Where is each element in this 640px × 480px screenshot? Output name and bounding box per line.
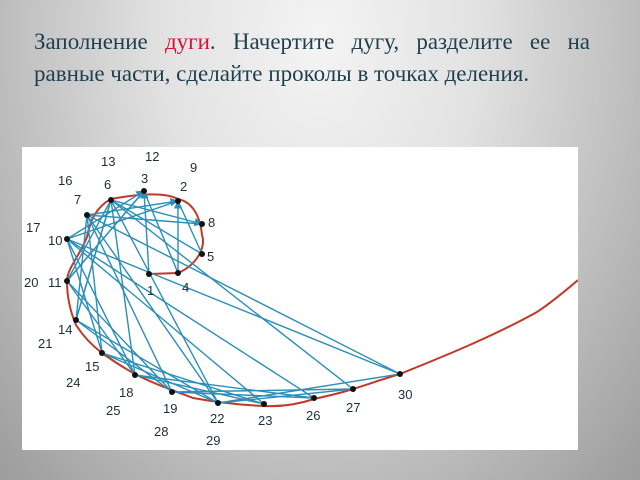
thread-segment-10-23 xyxy=(66,238,265,405)
division-point-6-13 xyxy=(108,197,114,203)
thread-lines xyxy=(66,190,401,405)
thread-segment-15-17 xyxy=(66,238,103,354)
thread-segment-16-30 xyxy=(86,214,401,375)
point-label-20: 20 xyxy=(24,275,38,290)
point-label-13: 13 xyxy=(101,154,115,169)
instruction-body: . Начертите дугу, разделите ее на равные… xyxy=(34,29,590,86)
point-label-6: 6 xyxy=(104,177,111,192)
instruction-highlight: дуги xyxy=(164,29,210,54)
division-point-7-16 xyxy=(84,212,90,218)
point-label-27: 27 xyxy=(346,400,360,415)
division-point-22-29 xyxy=(215,400,221,406)
division-point-15-24 xyxy=(99,350,105,356)
thread-segment-28-27 xyxy=(171,388,354,393)
point-label-11: 11 xyxy=(48,275,62,290)
thread-segment-3-11 xyxy=(66,190,145,282)
point-label-9: 9 xyxy=(190,160,197,175)
thread-segment-20-19 xyxy=(66,280,173,393)
division-point-30 xyxy=(397,371,403,377)
thread-segment-13-27 xyxy=(110,199,354,390)
point-label-15: 15 xyxy=(85,359,99,374)
point-label-19: 19 xyxy=(163,401,177,416)
point-label-4: 4 xyxy=(182,280,189,295)
thread-segment-16-15 xyxy=(86,214,103,354)
thread-segment-2-5 xyxy=(177,200,203,255)
thread-segment-7-9 xyxy=(86,197,179,216)
point-label-30: 30 xyxy=(398,387,412,402)
point-label-24: 24 xyxy=(66,375,80,390)
division-point-19-28 xyxy=(169,389,175,395)
thread-segment-17-18 xyxy=(66,238,136,376)
point-label-28: 28 xyxy=(154,424,168,439)
point-label-25: 25 xyxy=(106,403,120,418)
thread-segment-17-30 xyxy=(66,238,401,375)
thread-segment-25-26 xyxy=(134,374,315,399)
point-label-22: 22 xyxy=(210,411,224,426)
point-label-14: 14 xyxy=(58,322,72,337)
instruction-lead: Заполнение xyxy=(34,29,165,54)
thread-segment-7-22 xyxy=(86,214,219,404)
division-points xyxy=(64,188,403,407)
division-point-18-25 xyxy=(132,372,138,378)
division-point-1 xyxy=(146,271,152,277)
division-point-2-9 xyxy=(175,198,181,204)
thread-segment-24-23 xyxy=(101,352,265,405)
thread-segment-29-30 xyxy=(217,373,401,404)
thread-segment-1-3 xyxy=(140,190,150,275)
point-label-8: 8 xyxy=(208,215,215,230)
division-point-4 xyxy=(175,270,181,276)
point-label-23: 23 xyxy=(258,413,272,428)
division-point-8 xyxy=(199,221,205,227)
thread-segment-19-21 xyxy=(75,319,173,393)
division-point-27 xyxy=(350,386,356,392)
thread-segment-7-19 xyxy=(86,214,173,393)
point-label-29: 29 xyxy=(206,433,220,448)
thread-segment-21-22 xyxy=(75,319,219,404)
point-label-10: 10 xyxy=(48,233,62,248)
thread-segment-11-13 xyxy=(66,199,112,282)
point-label-2: 2 xyxy=(180,179,187,194)
point-label-3: 3 xyxy=(141,171,148,186)
division-point-11-20 xyxy=(64,278,70,284)
point-label-5: 5 xyxy=(207,249,214,264)
thread-segment-10-12 xyxy=(66,190,145,240)
point-label-18: 18 xyxy=(119,385,133,400)
division-point-23 xyxy=(261,401,267,407)
thread-segment-6-8 xyxy=(110,199,203,227)
point-label-26: 26 xyxy=(306,408,320,423)
division-point-5 xyxy=(199,251,205,257)
division-point-3-12 xyxy=(141,188,147,194)
point-label-21: 21 xyxy=(38,336,52,351)
thread-segment-27-29 xyxy=(217,388,354,404)
point-label-17: 17 xyxy=(26,220,40,235)
division-point-26 xyxy=(311,395,317,401)
division-point-14-21 xyxy=(73,317,79,323)
point-label-12: 12 xyxy=(145,149,159,164)
point-label-16: 16 xyxy=(58,173,72,188)
instruction-text: Заполнение дуги. Начертите дугу, раздели… xyxy=(34,26,590,90)
thread-segment-26-28 xyxy=(171,391,315,399)
thread-segment-10-26 xyxy=(66,238,315,399)
thread-segment-13-29 xyxy=(110,199,219,404)
point-label-1: 1 xyxy=(147,283,154,298)
thread-segment-6-14 xyxy=(75,199,112,321)
division-point-10-17 xyxy=(64,236,70,242)
point-label-7: 7 xyxy=(74,192,81,207)
